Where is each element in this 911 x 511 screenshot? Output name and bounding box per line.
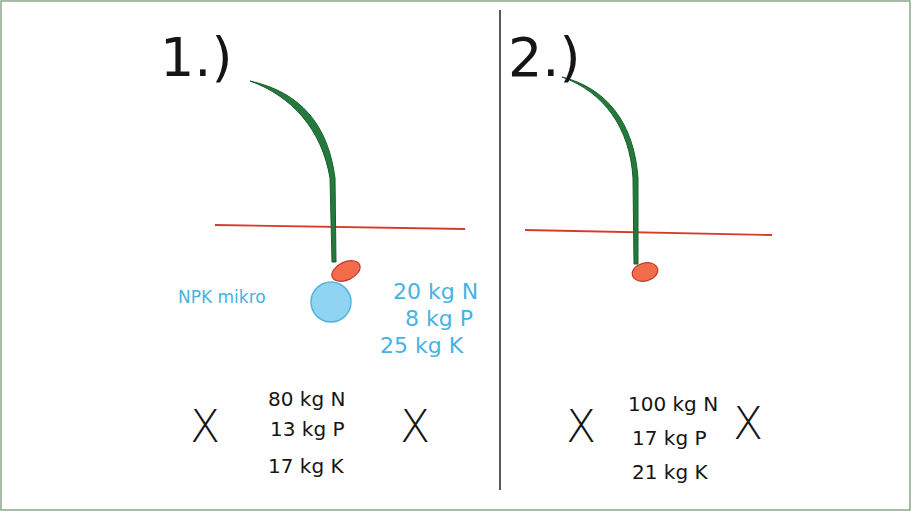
nutrient-amount: 100 kg N	[628, 393, 718, 415]
plant-mark: X	[190, 403, 220, 451]
nutrient-amount: 8 kg P	[405, 307, 473, 331]
soil-line	[525, 230, 772, 235]
soil-line	[215, 225, 465, 229]
nutrient-amount: 80 kg N	[268, 388, 345, 410]
seed	[630, 260, 660, 284]
seed	[329, 257, 364, 286]
panel-number: 1.)	[160, 28, 233, 87]
divider-line	[499, 10, 501, 490]
nutrient-amount: 13 kg P	[270, 418, 345, 440]
nutrient-amount: 17 kg P	[632, 427, 707, 449]
panel-number: 2.)	[508, 28, 581, 87]
fertilizer-name: NPK mikro	[178, 288, 266, 307]
fertilizer-granule	[311, 282, 351, 322]
nutrient-amount: 21 kg K	[632, 461, 708, 483]
plant-mark: X	[400, 403, 430, 451]
seedling-leaf	[562, 77, 638, 264]
nutrient-amount: 25 kg K	[380, 334, 463, 358]
nutrient-amount: 17 kg K	[268, 455, 344, 477]
plant-mark: X	[733, 400, 763, 448]
seedling-leaf	[250, 81, 336, 262]
nutrient-amount: 20 kg N	[393, 280, 478, 304]
plant-mark: X	[566, 403, 596, 451]
